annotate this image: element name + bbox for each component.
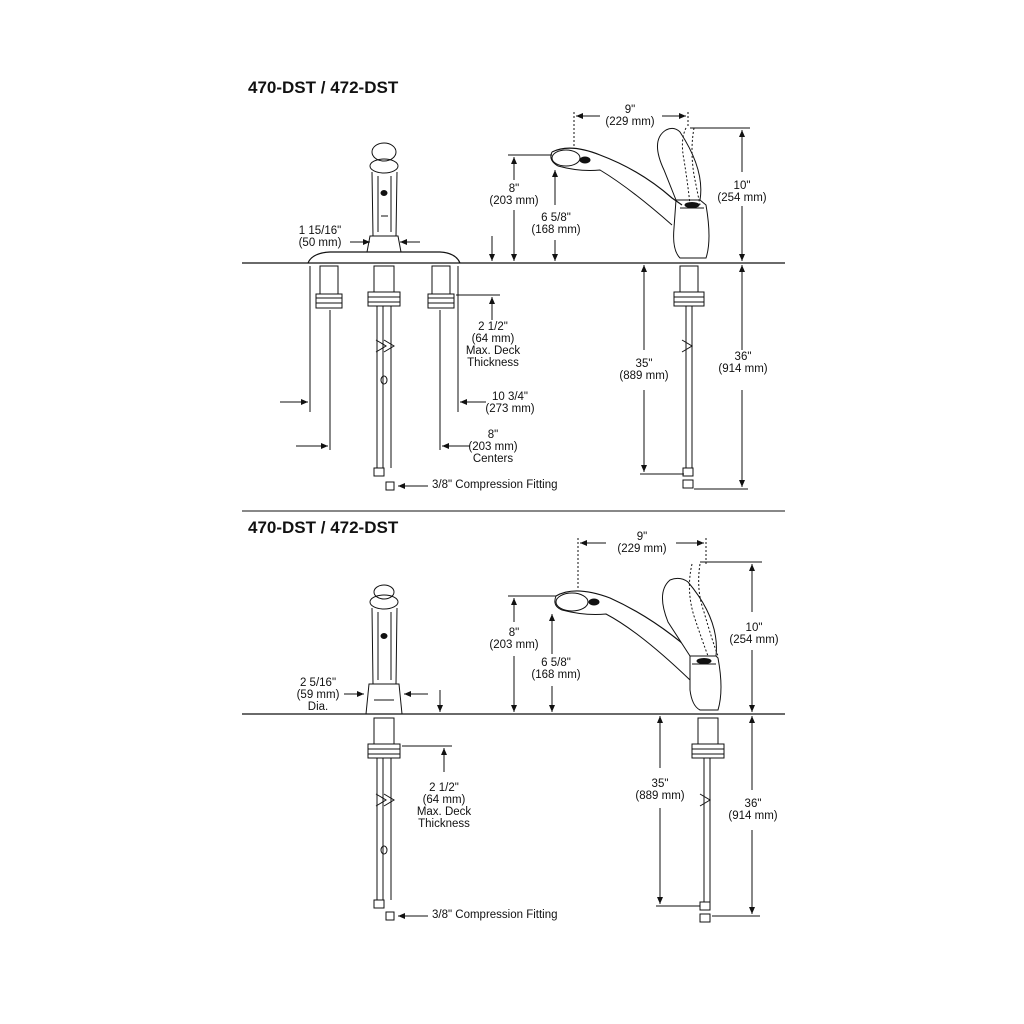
diagram-title: 470-DST / 472-DST xyxy=(248,78,399,97)
below-deck-36-label: 36"(914 mm) xyxy=(718,351,768,375)
below-deck-35-label: 35"(889 mm) xyxy=(635,778,685,802)
below-deck-36-label: 36"(914 mm) xyxy=(728,798,778,822)
front-view-faucet xyxy=(365,584,403,921)
escutcheon-span-label: 10 3/4"(273 mm) xyxy=(485,391,535,415)
aerator-height-label: 6 5/8"(168 mm) xyxy=(531,212,581,236)
spout-height-label: 8"(203 mm) xyxy=(489,627,539,651)
below-deck-35-label: 35"(889 mm) xyxy=(619,358,669,382)
spout-height-label: 8"(203 mm) xyxy=(489,183,539,207)
bottom-diagram xyxy=(242,538,785,923)
base-diameter-label: 2 5/16"(59 mm)Dia. xyxy=(296,677,340,713)
aerator-height-label: 6 5/8"(168 mm) xyxy=(531,657,581,681)
bottom-dimension-lines xyxy=(344,538,762,919)
spout-reach-label: 9"(229 mm) xyxy=(605,104,655,128)
top-diagram xyxy=(242,112,785,491)
front-view-faucet xyxy=(307,142,461,491)
compression-fitting-label: 3/8" Compression Fitting xyxy=(432,909,558,921)
top-dimension-lines xyxy=(280,112,750,490)
overall-height-label: 10"(254 mm) xyxy=(717,180,767,204)
diagram-title: 470-DST / 472-DST xyxy=(248,518,399,537)
centers-label: 8"(203 mm)Centers xyxy=(468,429,518,465)
overall-height-label: 10"(254 mm) xyxy=(729,622,779,646)
base-width-label: 1 15/16"(50 mm) xyxy=(298,225,342,249)
spout-reach-label: 9"(229 mm) xyxy=(617,531,667,555)
compression-fitting-label: 3/8" Compression Fitting xyxy=(432,479,558,491)
side-view-faucet xyxy=(550,127,710,489)
side-view-faucet xyxy=(554,563,725,923)
